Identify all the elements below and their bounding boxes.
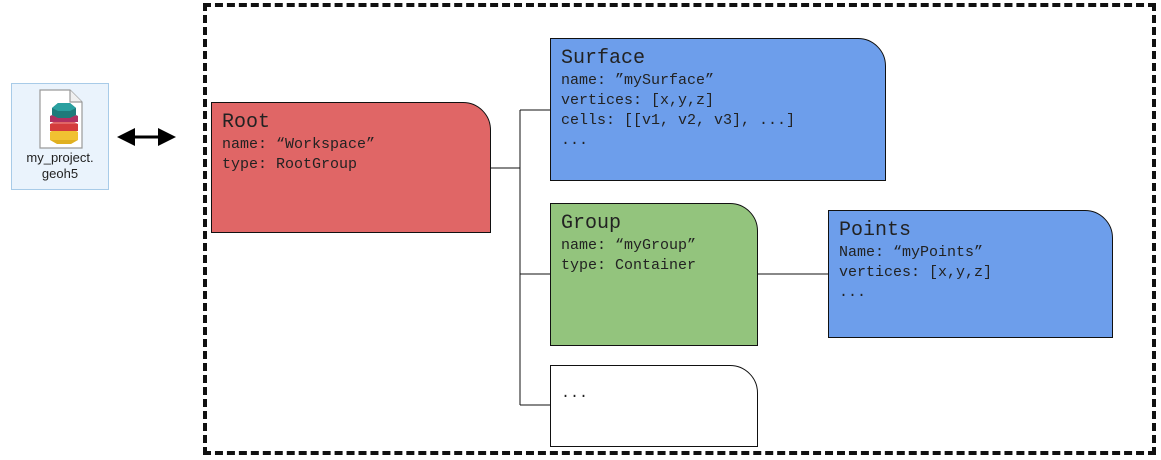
points-name: Name: “myPoints” [839,244,984,261]
file-name: my_project. geoh5 [26,150,94,181]
surface-name: name: ”mySurface” [561,72,715,89]
group-type: type: Container [561,257,697,274]
double-arrow-icon [117,128,176,146]
points-vertices: vertices: [x,y,z] [839,264,993,281]
group-title: Group [561,212,622,235]
root-name: name: “Workspace” [222,136,376,153]
points-title: Points [839,219,912,242]
root-node[interactable]: Root name: “Workspace” type: RootGroup [211,102,491,233]
group-name: name: “myGroup” [561,237,697,254]
geoh5-file-icon [39,89,83,149]
points-node[interactable]: Points Name: “myPoints” vertices: [x,y,z… [828,210,1113,338]
surface-node[interactable]: Surface name: ”mySurface” vertices: [x,y… [550,38,886,181]
more-items-ellipsis: ... [561,385,589,402]
group-node[interactable]: Group name: “myGroup” type: Container [550,203,758,346]
points-ellipsis: ... [839,284,867,301]
root-type: type: RootGroup [222,156,358,173]
more-items-node[interactable]: ... [550,365,758,447]
surface-cells: cells: [[v1, v2, v3], ...] [561,112,796,129]
root-title: Root [222,111,271,134]
surface-title: Surface [561,47,646,70]
surface-ellipsis: ... [561,132,589,149]
workspace-frame [203,3,1156,455]
surface-vertices: vertices: [x,y,z] [561,92,715,109]
project-file[interactable]: my_project. geoh5 [11,83,109,190]
